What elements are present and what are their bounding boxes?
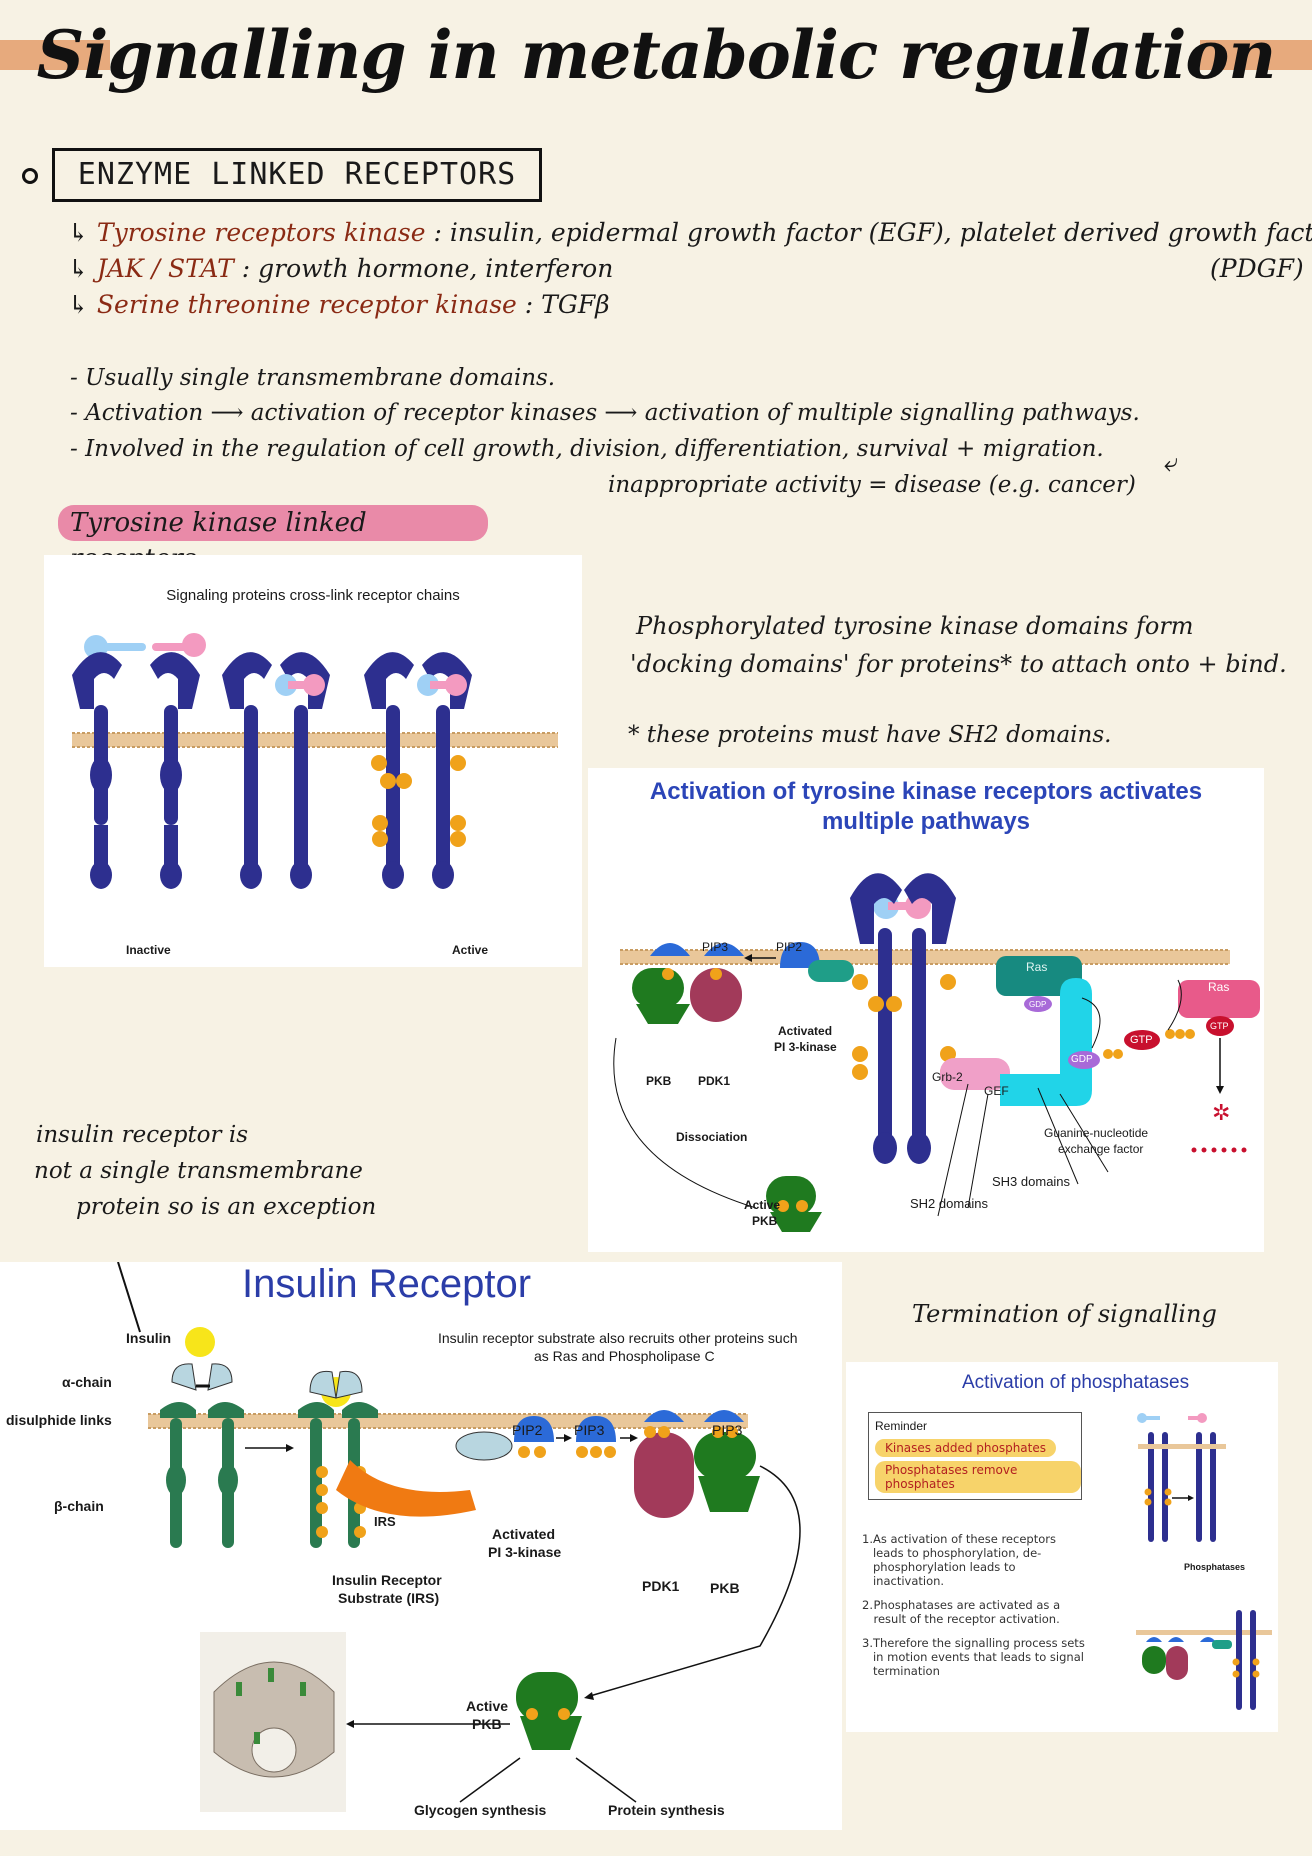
gef-label: GEF: [984, 1084, 1009, 1098]
pathway-diagram: ✲: [613, 873, 1260, 1232]
figure-pathways: Activation of tyrosine kinase receptors …: [588, 768, 1264, 1252]
glycogen-label: Glycogen synthesis: [414, 1802, 547, 1818]
pip3-label: PIP3: [574, 1422, 605, 1438]
gdp-label: GDP: [1029, 1000, 1047, 1009]
figure-title: Insulin Receptor: [242, 1262, 532, 1306]
irs-note: as Ras and Phospholipase C: [534, 1348, 715, 1364]
pi3k-label: PI 3-kinase: [488, 1544, 562, 1560]
receptor-type-row: ↳ Serine threonine receptor kinase : TGF…: [68, 290, 610, 319]
bullet-icon: [22, 168, 38, 184]
active-label: Active: [452, 943, 489, 957]
figure-title: Activation of tyrosine kinase receptors …: [649, 778, 1203, 805]
note-line: - Activation ⟶ activation of receptor ki…: [70, 400, 1140, 426]
gnef-label: Guanine-nucleotide: [1044, 1126, 1149, 1140]
reminder-box: Reminder Kinases added phosphates Phosph…: [868, 1412, 1082, 1500]
note-line: inappropriate activity = disease (e.g. c…: [608, 472, 1136, 498]
pkb-label: PKB: [710, 1580, 740, 1596]
activated-label: Activated: [492, 1526, 556, 1542]
irs-full-label: Insulin Receptor: [332, 1572, 442, 1588]
phosphatases-label: Phosphatases: [1184, 1562, 1246, 1572]
figure-title: multiple pathways: [821, 808, 1031, 835]
insulin-diagram: [117, 1262, 801, 1812]
gnef-label: exchange factor: [1058, 1142, 1144, 1156]
note-line: - Involved in the regulation of cell gro…: [70, 436, 1104, 462]
steps-list: 1.As activation of these receptors leads…: [862, 1532, 1090, 1678]
protein-label: Protein synthesis: [608, 1802, 725, 1818]
figure-crosslink: Signaling proteins cross-link receptor c…: [44, 555, 582, 967]
pip3-label: PIP3: [712, 1422, 743, 1438]
subheading: Tyrosine kinase linked receptors: [58, 505, 488, 574]
active-pkb-label: PKB: [752, 1214, 778, 1228]
sh3-label: SH3 domains: [992, 1174, 1071, 1189]
section-heading: ENZYME LINKED RECEPTORS: [52, 148, 542, 202]
reminder-pills: Kinases added phosphates Phosphatases re…: [875, 1437, 1081, 1495]
insulin-label: Insulin: [126, 1330, 172, 1346]
insulin-note: insulin receptor is: [36, 1122, 248, 1148]
sh2-note: * these proteins must have SH2 domains.: [628, 722, 1112, 748]
active-pkb-label: Active: [466, 1698, 509, 1714]
irs-full-label: Substrate (IRS): [338, 1590, 440, 1606]
ras-label: Ras: [1026, 960, 1048, 974]
pip3-label: PIP3: [702, 940, 729, 954]
receptor-type-row: ↳ Tyrosine receptors kinase : insulin, e…: [68, 218, 1312, 247]
receptor-type-row: ↳ JAK / STAT : growth hormone, interfero…: [68, 254, 614, 283]
receptor-type-extra: (PDGF): [1210, 254, 1304, 283]
figure-insulin-receptor: Insulin Receptor: [0, 1262, 842, 1830]
irs-label: IRS: [374, 1514, 396, 1529]
figure-phosphatases: Activation of phosphatases Reminder Kina…: [846, 1362, 1278, 1732]
active-pkb-label: Active: [744, 1198, 781, 1212]
pkb-label: PKB: [646, 1074, 672, 1088]
docking-note: Phosphorylated tyrosine kinase domains f…: [636, 612, 1194, 640]
termination-heading: Termination of signalling: [912, 1300, 1217, 1328]
figure-caption: Signaling proteins cross-link receptor c…: [166, 587, 460, 604]
alpha-chain-label: α-chain: [62, 1374, 112, 1390]
disulphide-label: disulphide links: [6, 1412, 112, 1428]
page-title: Signalling in metabolic regulation: [36, 16, 1277, 94]
gdp-label: GDP: [1071, 1054, 1093, 1065]
grb2-label: Grb-2: [932, 1070, 963, 1084]
step-item: 2.Phosphatases are activated as a result…: [862, 1598, 1061, 1626]
pdk1-label: PDK1: [698, 1074, 731, 1088]
step-item: 1.As activation of these receptors leads…: [862, 1532, 1056, 1588]
insulin-note: not a single transmembrane: [34, 1158, 363, 1184]
insulin-note: protein so is an exception: [76, 1194, 377, 1220]
ras-label: Ras: [1208, 980, 1230, 994]
dissociation-label: Dissociation: [676, 1130, 748, 1144]
active-pkb-label: PKB: [472, 1716, 502, 1732]
pdk1-label: PDK1: [642, 1578, 680, 1594]
inactive-label: Inactive: [126, 943, 171, 957]
reminder-label: Reminder: [875, 1419, 928, 1433]
reminder-pill: Phosphatases remove phosphates: [875, 1461, 1081, 1493]
gtp-label: GTP: [1130, 1034, 1153, 1046]
pip2-label: PIP2: [776, 940, 803, 954]
phosphatase-diagram: [1136, 1413, 1272, 1710]
step-item: 3.Therefore the signalling process sets …: [862, 1636, 1085, 1678]
return-arrow-icon: ⤶: [1164, 448, 1179, 478]
title-decor-right: [1200, 40, 1312, 70]
pi3k-label: PI 3-kinase: [774, 1040, 837, 1054]
gtp-label: GTP: [1210, 1021, 1229, 1031]
irs-note: Insulin receptor substrate also recruits…: [438, 1330, 798, 1346]
title-decor-left: [0, 40, 110, 70]
activated-label: Activated: [778, 1024, 833, 1038]
figure-title: Activation of phosphatases: [962, 1372, 1190, 1393]
docking-note: 'docking domains' for proteins* to attac…: [630, 650, 1287, 678]
crosslink-diagram: [72, 633, 558, 889]
svg-text:✲: ✲: [1212, 1100, 1230, 1125]
beta-chain-label: β-chain: [54, 1498, 104, 1514]
sh2-label: SH2 domains: [910, 1196, 989, 1211]
note-line: - Usually single transmembrane domains.: [70, 365, 556, 391]
pip2-label: PIP2: [512, 1422, 543, 1438]
reminder-pill: Kinases added phosphates: [875, 1439, 1056, 1457]
